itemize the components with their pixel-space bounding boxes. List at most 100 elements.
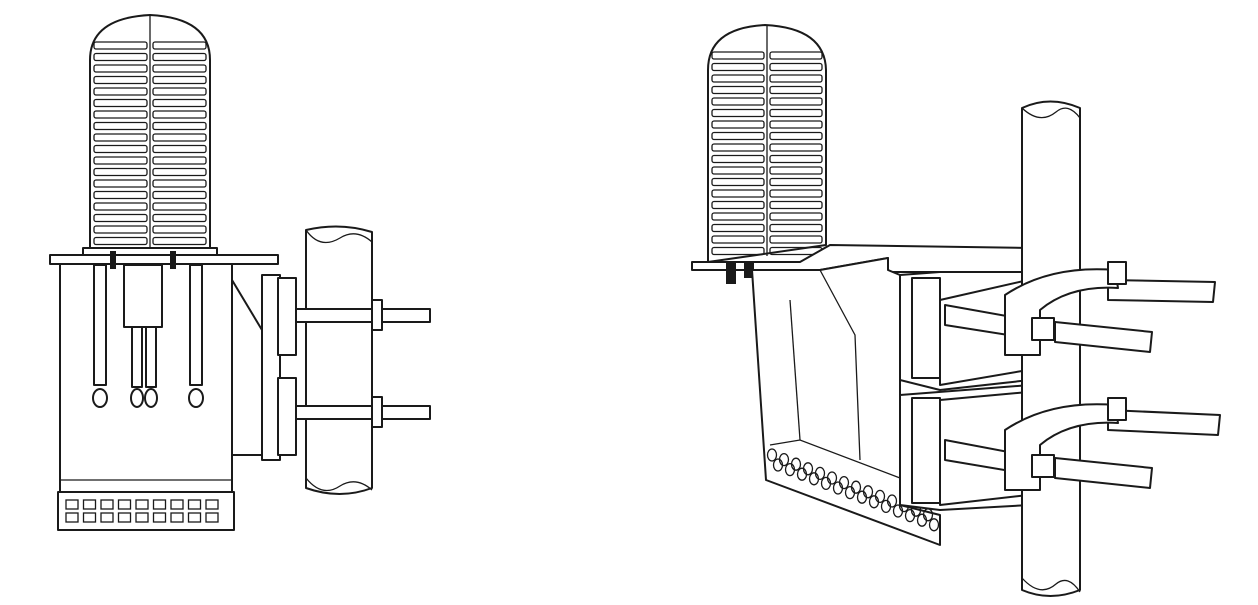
cable-port <box>886 494 898 508</box>
right-clamps-bolts <box>944 261 1221 491</box>
cable-port <box>205 512 219 523</box>
dome-rib-slot <box>93 190 148 200</box>
left-clamp-bolts <box>295 299 431 428</box>
dome-rib-slot <box>93 213 148 223</box>
dome-rib-slot <box>93 110 148 119</box>
dome-rib-slot <box>711 85 765 95</box>
dome-rib-slot <box>93 179 148 188</box>
perspective-view-assembly <box>691 24 1221 597</box>
dome-rib-slot <box>152 110 207 119</box>
dome-rib-slot <box>93 75 148 85</box>
dome-rib-slot <box>93 167 148 177</box>
left-side-bracket <box>231 274 297 461</box>
dome-rib-slot <box>152 121 207 131</box>
dome-rib-slot <box>152 167 207 177</box>
dome-rib-slot <box>152 98 207 108</box>
cable-port <box>135 499 149 510</box>
dome-rib-slot <box>152 64 207 73</box>
cable-port <box>117 512 132 523</box>
dome-rib-slot <box>152 87 207 96</box>
dome-rib-slot <box>711 62 765 72</box>
dome-rib-slot <box>152 179 207 188</box>
dome-rib-slot <box>769 120 823 129</box>
left-dome-cover <box>82 14 218 257</box>
dome-rib-slot <box>769 189 823 198</box>
dome-rib-slot <box>93 156 148 165</box>
dome-rib-slot <box>711 97 765 106</box>
dome-rib-slot <box>711 166 765 175</box>
dome-rib-slot <box>769 200 823 210</box>
left-pole <box>305 225 373 495</box>
dome-rib-slot <box>769 62 823 72</box>
dome-rib-slot <box>711 189 765 198</box>
cable-port <box>152 499 167 510</box>
dome-rib-slot <box>93 225 148 234</box>
right-base-body <box>751 257 941 546</box>
dome-rib-slot <box>152 225 207 234</box>
cable-port <box>100 512 114 523</box>
dome-rib-slot <box>769 212 823 221</box>
cable-port <box>170 512 184 523</box>
dome-rib-slot <box>769 131 823 141</box>
dome-rib-slot <box>769 177 823 187</box>
dome-rib-slot <box>152 236 207 246</box>
dome-rib-slot <box>769 154 823 164</box>
cable-port <box>117 499 132 510</box>
dome-rib-slot <box>93 98 148 108</box>
dome-rib-slot <box>769 223 823 233</box>
dome-rib-slot <box>711 212 765 221</box>
front-view-assembly <box>49 14 431 531</box>
cable-port <box>100 499 114 510</box>
dome-rib-slot <box>711 235 765 244</box>
dome-rib-slot <box>152 133 207 142</box>
dome-rib-slot <box>769 166 823 175</box>
dome-rib-slot <box>711 223 765 233</box>
cable-port <box>790 457 802 471</box>
dome-rib-slot <box>152 52 207 62</box>
dome-rib-slot <box>93 87 148 96</box>
dome-rib-slot <box>152 144 207 154</box>
cable-port <box>187 499 202 510</box>
dome-rib-slot <box>769 51 823 60</box>
cable-port <box>170 499 184 510</box>
dome-rib-slot <box>93 52 148 62</box>
cable-port <box>838 475 850 490</box>
dome-rib-slot <box>93 121 148 131</box>
right-dome-cover <box>707 24 827 263</box>
dome-rib-slot <box>711 143 765 152</box>
right-bracket-arms <box>899 271 1031 511</box>
dome-rib-slot <box>152 213 207 223</box>
cable-port <box>814 466 826 481</box>
dome-rib-slot <box>711 108 765 118</box>
dome-rib-slot <box>152 202 207 211</box>
dome-rib-slot <box>152 41 207 50</box>
dome-rib-slot <box>769 235 823 244</box>
cable-port <box>65 512 79 523</box>
left-splice-tubes <box>92 251 204 408</box>
cable-port <box>82 512 97 523</box>
cable-port <box>65 499 79 510</box>
cable-port <box>862 485 874 499</box>
dome-rib-slot <box>93 133 148 142</box>
cable-port <box>826 471 838 485</box>
dome-rib-slot <box>152 156 207 165</box>
dome-rib-slot <box>93 41 148 50</box>
cable-port <box>152 512 167 523</box>
cable-port <box>135 512 149 523</box>
dome-rib-slot <box>769 108 823 118</box>
dome-rib-slot <box>93 64 148 73</box>
cable-port <box>205 499 219 510</box>
dome-rib-slot <box>711 120 765 129</box>
dome-rib-slot <box>769 143 823 152</box>
cable-port <box>778 452 790 467</box>
cable-port <box>802 462 814 476</box>
dome-rib-slot <box>93 144 148 154</box>
dome-rib-slot <box>93 202 148 211</box>
dome-rib-slot <box>152 75 207 85</box>
dome-rib-slot <box>769 97 823 106</box>
cable-port <box>928 518 940 532</box>
cable-port <box>766 448 778 462</box>
dome-rib-slot <box>711 154 765 164</box>
dome-rib-slot <box>769 85 823 95</box>
